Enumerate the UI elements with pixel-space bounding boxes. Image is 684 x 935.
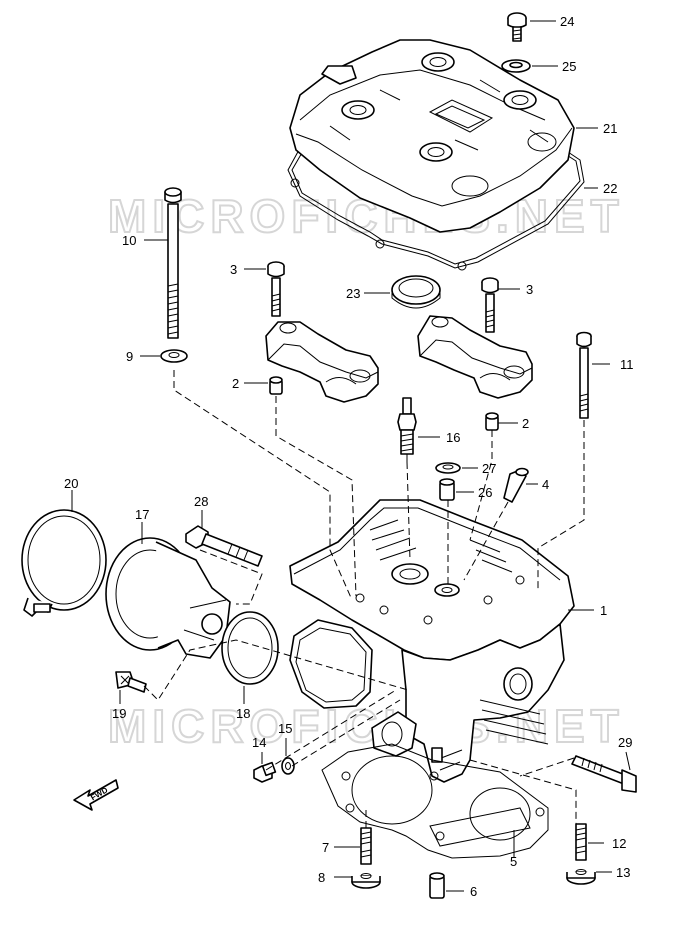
callout-29[interactable]: 29 (618, 735, 632, 750)
callout-9[interactable]: 9 (126, 349, 133, 364)
part-26-sleeve[interactable] (439, 478, 455, 501)
callout-1[interactable]: 1 (600, 603, 607, 618)
callout-14[interactable]: 14 (252, 735, 266, 750)
callout-6[interactable]: 6 (470, 884, 477, 899)
callout-10[interactable]: 10 (122, 233, 136, 248)
callout-27[interactable]: 27 (482, 461, 496, 476)
part-20-clamp[interactable] (21, 509, 107, 617)
callout-3-left[interactable]: 3 (230, 262, 237, 277)
callout-4[interactable]: 4 (542, 477, 549, 492)
part-29-bolt[interactable] (571, 755, 637, 793)
callout-21[interactable]: 21 (603, 121, 617, 136)
part-11-bolt[interactable] (576, 331, 592, 419)
head-side-cavity (289, 619, 373, 709)
part-19-screw[interactable] (115, 671, 147, 693)
part-27-washer[interactable] (435, 462, 461, 474)
part-25-washer[interactable] (501, 59, 531, 73)
callout-3-right[interactable]: 3 (526, 282, 533, 297)
part-6-dowel[interactable] (429, 872, 445, 899)
callout-2-left[interactable]: 2 (232, 376, 239, 391)
part-8-nut[interactable] (351, 873, 381, 889)
callout-18[interactable]: 18 (236, 706, 250, 721)
callout-16[interactable]: 16 (446, 430, 460, 445)
fwd-arrow-icon: FWD (73, 779, 119, 811)
part-15-washer[interactable] (281, 757, 295, 775)
camshaft-holder-right[interactable] (417, 315, 533, 399)
callout-15[interactable]: 15 (278, 721, 292, 736)
part-3-bolt-right[interactable] (481, 277, 499, 333)
callout-5[interactable]: 5 (510, 854, 517, 869)
part-7-stud[interactable] (360, 827, 372, 865)
part-23-seal-ring[interactable] (391, 275, 441, 309)
callout-23[interactable]: 23 (346, 286, 360, 301)
watermark-bottom: MICROFICHES.NET (108, 700, 625, 752)
callout-25[interactable]: 25 (562, 59, 576, 74)
callout-2-right[interactable]: 2 (522, 416, 529, 431)
callout-19[interactable]: 19 (112, 706, 126, 721)
callout-22[interactable]: 22 (603, 181, 617, 196)
part-24-bolt[interactable] (507, 12, 527, 42)
camshaft-holder-left[interactable] (265, 321, 379, 403)
part-28-bolt[interactable] (185, 525, 263, 567)
callout-13[interactable]: 13 (616, 865, 630, 880)
leader-lines (71, 20, 631, 892)
callout-12[interactable]: 12 (612, 836, 626, 851)
part-14-bolt[interactable] (253, 761, 277, 783)
part-2-dowel-right[interactable] (485, 412, 499, 431)
part-17-intake-pipe[interactable] (105, 537, 231, 659)
part-18-o-ring[interactable] (221, 611, 279, 685)
part-21-head-cover[interactable] (289, 39, 575, 233)
part-12-stud[interactable] (575, 823, 587, 861)
assembly-lines (143, 370, 585, 828)
part-3-bolt-left[interactable] (267, 261, 285, 317)
part-2-dowel-left[interactable] (269, 376, 283, 395)
callout-20[interactable]: 20 (64, 476, 78, 491)
part-9-washer[interactable] (160, 349, 188, 363)
callout-8[interactable]: 8 (318, 870, 325, 885)
callout-11[interactable]: 11 (620, 357, 634, 372)
callout-24[interactable]: 24 (560, 14, 574, 29)
callout-numbers: 24 25 21 22 10 3 3 23 9 11 2 2 16 27 26 … (64, 14, 634, 899)
part-5-head-gasket[interactable] (321, 743, 549, 859)
callout-7[interactable]: 7 (322, 840, 329, 855)
part-13-nut[interactable] (566, 869, 596, 885)
callout-26[interactable]: 26 (478, 485, 492, 500)
part-16-spark-plug[interactable] (397, 397, 417, 462)
part-10-long-bolt[interactable] (164, 187, 182, 339)
callout-28[interactable]: 28 (194, 494, 208, 509)
part-4-tube[interactable] (503, 467, 529, 503)
part-1-cylinder-head[interactable] (289, 499, 575, 783)
callout-17[interactable]: 17 (135, 507, 149, 522)
